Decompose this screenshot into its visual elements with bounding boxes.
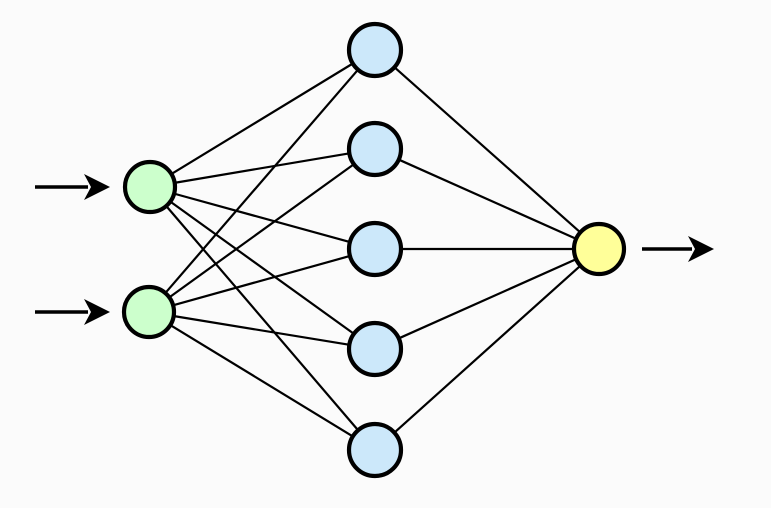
input-arrow-2-head (84, 299, 110, 325)
io-arrows-group (35, 174, 714, 325)
input-arrow-1-head (84, 174, 110, 200)
neuron-node-h4[interactable] (346, 320, 404, 378)
neuron-node-i1[interactable] (122, 159, 178, 215)
connection-edge (173, 152, 351, 185)
connection-edge (397, 257, 578, 340)
connection-edge (397, 158, 578, 241)
connection-edge (167, 162, 356, 299)
connection-edge (168, 200, 356, 336)
connection-edge (163, 68, 360, 295)
neuron-node-h3[interactable] (346, 220, 404, 278)
neuron-node-h2[interactable] (346, 120, 404, 178)
neuron-node-h1[interactable] (346, 21, 404, 79)
connection-edge (168, 323, 355, 438)
connection-edges-group (163, 62, 582, 438)
connection-edge (392, 65, 582, 234)
output-arrow-1-head (688, 236, 714, 262)
connection-edge (392, 264, 582, 435)
neuron-nodes-group (121, 21, 627, 479)
connection-edge (169, 62, 355, 176)
connection-edge (172, 192, 352, 244)
neuron-node-h5[interactable] (346, 421, 404, 479)
neuron-node-i2[interactable] (121, 284, 177, 340)
neuron-node-o1[interactable] (571, 221, 627, 277)
connection-edge (164, 204, 360, 432)
connection-edge (171, 254, 352, 307)
connection-edge (172, 314, 351, 347)
